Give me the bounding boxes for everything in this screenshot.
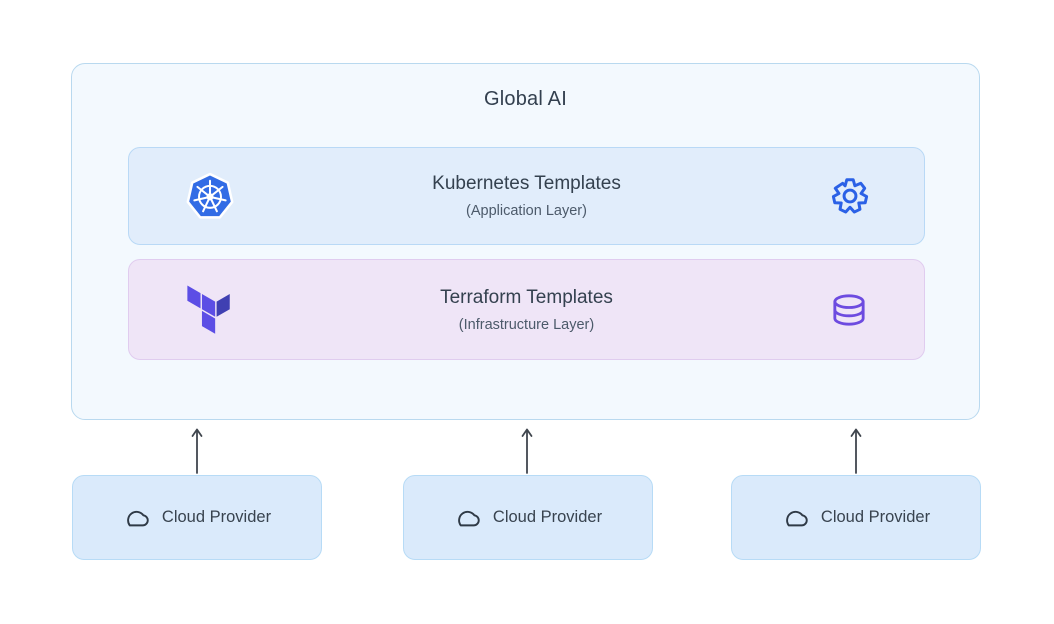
arrow-up-right	[849, 427, 863, 474]
cloud-provider-box-2: Cloud Provider	[403, 475, 653, 560]
cloud-provider-label: Cloud Provider	[492, 508, 603, 526]
cloud-provider-box-3: Cloud Provider	[731, 475, 981, 560]
arrow-up-left	[190, 427, 204, 474]
database-icon	[829, 290, 869, 330]
kubernetes-layer-title: Kubernetes Templates	[432, 173, 621, 194]
cloud-provider-label: Cloud Provider	[820, 508, 931, 526]
cloud-icon	[782, 504, 809, 531]
kubernetes-layer-box: Kubernetes Templates (Application Layer)	[128, 147, 925, 245]
terraform-layer-subtitle: (Infrastructure Layer)	[458, 316, 595, 333]
gear-icon	[831, 177, 869, 215]
arrow-up-center	[520, 427, 534, 474]
cloud-provider-box-1: Cloud Provider	[72, 475, 322, 560]
cloud-icon	[123, 504, 150, 531]
global-ai-container: Global AI	[71, 63, 980, 420]
global-ai-title: Global AI	[484, 88, 567, 110]
kubernetes-layer-subtitle: (Application Layer)	[466, 203, 587, 219]
cloud-provider-label: Cloud Provider	[161, 508, 272, 526]
kubernetes-layer-text: Kubernetes Templates (Application Layer)	[129, 148, 924, 244]
kubernetes-icon	[183, 169, 237, 223]
terraform-icon	[183, 283, 235, 337]
terraform-layer-box: Terraform Templates (Infrastructure Laye…	[128, 259, 925, 360]
cloud-icon	[454, 504, 481, 531]
terraform-layer-title: Terraform Templates	[440, 286, 613, 308]
terraform-layer-text: Terraform Templates (Infrastructure Laye…	[129, 260, 924, 359]
